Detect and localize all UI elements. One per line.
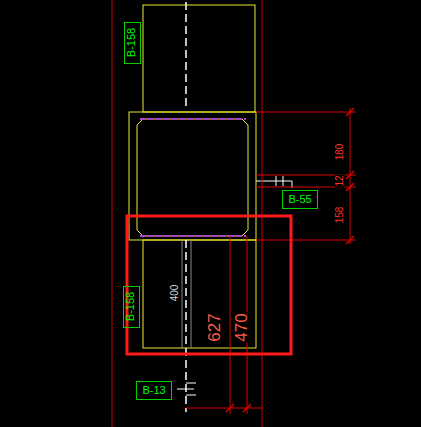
highlight-box (127, 216, 291, 354)
dimension-text: 12 (335, 174, 345, 187)
label-tag: B-158 (123, 286, 140, 327)
dimension-line (186, 236, 262, 414)
dimension-text: 470 (233, 312, 250, 342)
dimension-text: 158 (335, 206, 345, 225)
tag-text: B-55 (288, 194, 311, 205)
web-line (182, 240, 183, 348)
leader-line (256, 176, 292, 188)
grid-line (112, 0, 113, 427)
tag-text: B-158 (127, 28, 138, 57)
joint-inner (137, 119, 248, 236)
leader-line (177, 383, 196, 395)
dimension-text: 400 (170, 284, 180, 303)
lower-column (143, 240, 256, 348)
tag-text: B-158 (126, 292, 137, 321)
web-line (191, 240, 192, 348)
label-tag: B-158 (124, 22, 141, 63)
dimension-line (256, 108, 356, 244)
tag-text: B-13 (142, 385, 165, 396)
dimension-tick (226, 404, 251, 412)
dimension-tick (346, 108, 354, 244)
center-line (185, 240, 187, 412)
center-line (185, 2, 187, 106)
dimension-text: 180 (335, 143, 345, 162)
upper-column (143, 5, 255, 112)
dimension-text: 627 (206, 312, 223, 342)
weld-line (140, 118, 246, 120)
joint-box (129, 112, 256, 240)
label-tag: B-55 (282, 190, 317, 209)
grid-line (262, 0, 263, 427)
label-tag: B-13 (136, 381, 171, 400)
